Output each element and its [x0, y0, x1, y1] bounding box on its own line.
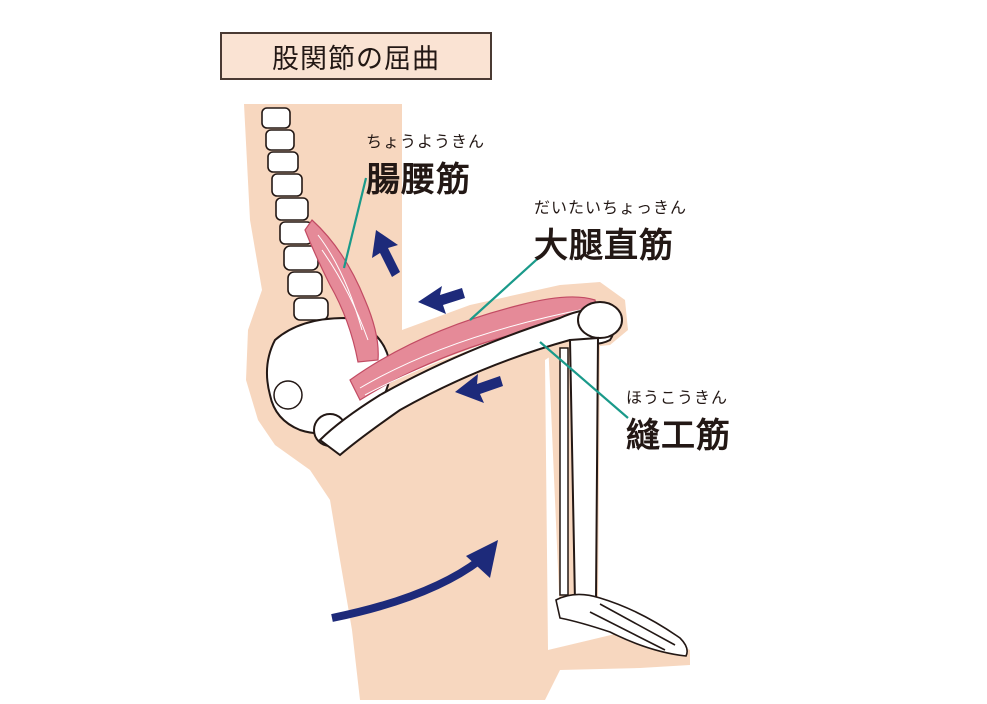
rectus-femoris-ruby: だいたいちょっきん [534, 194, 687, 218]
sartorius-ruby: ほうこうきん [626, 384, 731, 408]
iliopsoas-label: ちょうようきん 腸腰筋 [366, 128, 485, 201]
sartorius-name: 縫工筋 [626, 408, 731, 457]
sartorius-label: ほうこうきん 縫工筋 [626, 384, 731, 457]
diagram-title: 股関節の屈曲 [220, 32, 492, 80]
tibia-icon [560, 338, 598, 602]
rectus-femoris-label: だいたいちょっきん 大腿直筋 [534, 194, 687, 267]
title-text: 股関節の屈曲 [272, 37, 440, 76]
iliopsoas-name: 腸腰筋 [366, 152, 485, 201]
rectus-femoris-name: 大腿直筋 [534, 218, 687, 267]
iliopsoas-ruby: ちょうようきん [366, 128, 485, 152]
